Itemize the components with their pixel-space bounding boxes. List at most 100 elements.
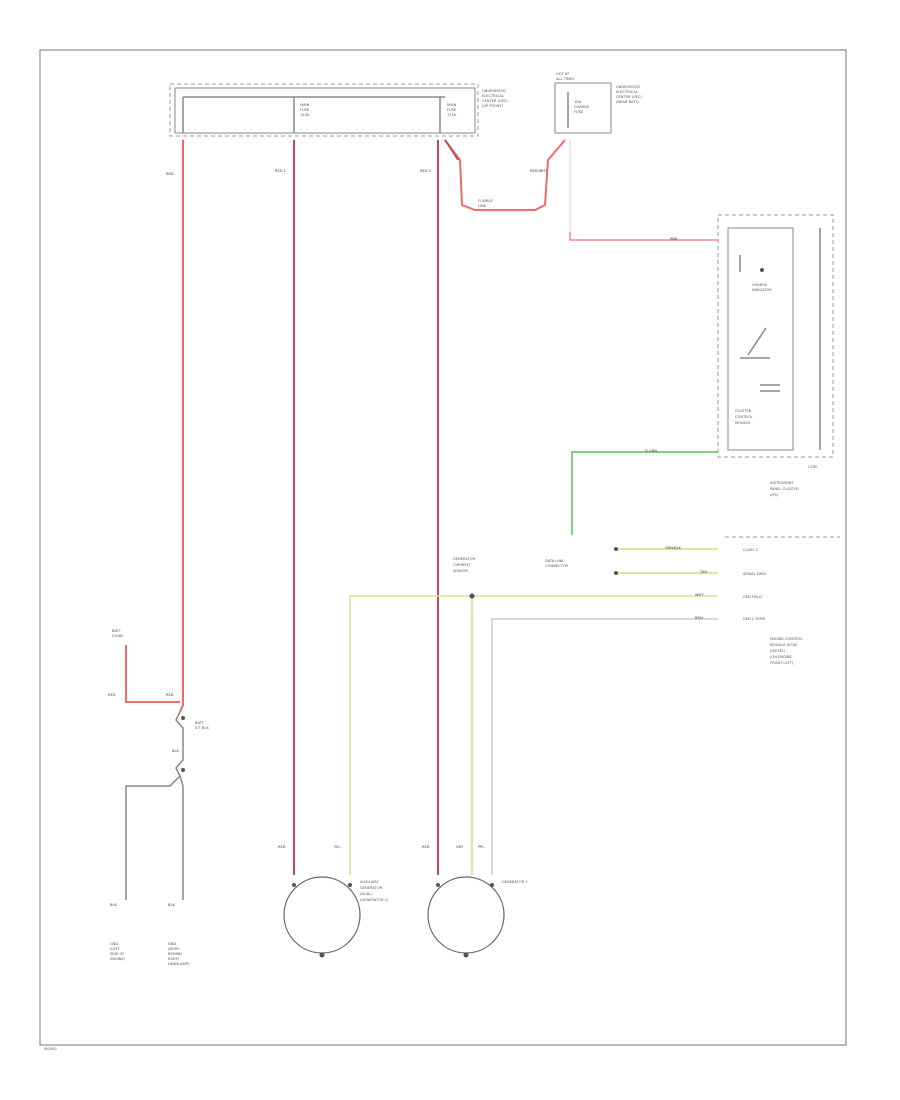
svg-text:150A: 150A: [300, 113, 310, 117]
relay-fuse-label: 10A CHARGE FUSE: [574, 100, 590, 114]
battery-conn-label: BATT CONN: [112, 629, 123, 638]
cluster-lamp-icon: [739, 255, 764, 272]
aux-gen-ground: [319, 952, 325, 958]
wire-battery-pos: [125, 645, 180, 703]
svg-text:CURRENT: CURRENT: [453, 563, 471, 567]
generator-1: [427, 876, 505, 954]
svg-text:CLASS 2: CLASS 2: [743, 548, 758, 552]
wire-relay-to-cluster: [569, 232, 718, 241]
svg-text:ENGINE CONTROL: ENGINE CONTROL: [770, 637, 802, 641]
splice-label: GENERATOR CURRENT SENSOR: [453, 557, 476, 573]
svg-text:(GENERATOR 2): (GENERATOR 2): [360, 898, 389, 902]
wire-code-gry-gen1: GRY: [456, 845, 464, 849]
relay-box: [554, 82, 612, 134]
svg-text:FUSE: FUSE: [447, 108, 457, 112]
aux-gen-terminal-f: [348, 883, 352, 887]
wire-green-data: [571, 451, 718, 535]
svg-text:(DIESEL): (DIESEL): [770, 649, 786, 653]
aux-generator: [283, 876, 361, 954]
svg-text:LINK: LINK: [478, 204, 487, 208]
wire-code-redwht: RED/WHT: [530, 169, 548, 173]
svg-text:175A: 175A: [447, 113, 457, 117]
ground-right-label: GND (BODY BEHIND RIGHT HEADLAMP): [168, 942, 190, 966]
wire-code-blk-r: BLK: [168, 903, 175, 907]
svg-text:GENERATOR: GENERATOR: [360, 886, 383, 890]
svg-text:MODULE: MODULE: [735, 421, 751, 425]
data-connector-label: DATA LINK CONNECTOR: [545, 559, 569, 568]
svg-text:CONN: CONN: [112, 634, 123, 638]
cluster-sub-label: CHARGE INDICATOR: [752, 283, 772, 292]
svg-text:PANEL CLUSTER: PANEL CLUSTER: [770, 487, 799, 491]
svg-text:RIGHT: RIGHT: [168, 957, 180, 961]
gen1-terminal-b: [436, 883, 440, 887]
svg-text:10A: 10A: [574, 100, 582, 104]
gen1-ground: [463, 952, 469, 958]
wire-code-tan: TAN: [699, 570, 707, 574]
relay-box-label: UNDERHOOD ELECTRICAL CENTER (UEC) (NEAR …: [616, 85, 642, 104]
wire-code-ppl-gen1: PPL: [478, 845, 484, 849]
svg-text:BEHIND: BEHIND: [168, 952, 182, 956]
svg-text:CHARGE: CHARGE: [752, 283, 768, 287]
wire-code-red-batt: RED: [108, 693, 116, 697]
svg-text:MAIN: MAIN: [300, 103, 310, 107]
svg-text:SERIAL DATA: SERIAL DATA: [743, 572, 767, 576]
svg-text:GND: GND: [168, 942, 176, 946]
wire-code-wht: WHT: [695, 593, 704, 597]
svg-text:ALL TIMES: ALL TIMES: [556, 77, 575, 81]
wire-code-red-gen1: RED: [422, 845, 430, 849]
svg-text:CONTROL: CONTROL: [735, 415, 753, 419]
ground-left-label: GND (LEFT SIDE OF ENGINE): [110, 942, 126, 961]
cluster-label: INSTRUMENT PANEL CLUSTER (IPC): [770, 481, 799, 497]
wire-code-red2: RED 2: [420, 169, 431, 173]
svg-text:BATT: BATT: [195, 721, 205, 725]
aux-generator-label: AUXILIARY GENERATOR (DUAL) (GENERATOR 2): [360, 880, 389, 902]
cluster-switch-icon: [740, 327, 780, 392]
svg-text:GENERATOR: GENERATOR: [453, 557, 476, 561]
svg-text:(UP FRONT): (UP FRONT): [482, 104, 504, 108]
wire-code-red-auxgen: RED: [278, 845, 286, 849]
svg-text:SIDE OF: SIDE OF: [110, 952, 124, 956]
cluster-box: [727, 227, 794, 451]
svg-text:JCT BLK: JCT BLK: [194, 726, 209, 730]
wire-fusible-link-core: [444, 139, 459, 161]
wire-red-left: [179, 140, 184, 713]
svg-text:CENTER (UEC): CENTER (UEC): [482, 99, 508, 103]
svg-text:INSTRUMENT: INSTRUMENT: [770, 481, 794, 485]
svg-text:CONNECTOR: CONNECTOR: [545, 564, 569, 568]
junction-label: BATT JCT BLK: [194, 721, 209, 730]
junction-block: [175, 711, 185, 777]
svg-text:(IPC): (IPC): [770, 493, 779, 497]
wire-ground-right: [179, 775, 184, 900]
svg-text:HOT AT: HOT AT: [556, 72, 570, 76]
svg-text:(DUAL): (DUAL): [360, 892, 373, 896]
wire-code-yel-auxgen: YEL: [334, 845, 340, 849]
relay-box-top-label: HOT AT ALL TIMES: [556, 72, 575, 81]
fuse-block-dashed: [169, 83, 479, 137]
fuse-block-box: [174, 87, 476, 134]
svg-text:CENTER (UEC): CENTER (UEC): [616, 95, 642, 99]
conn-pin-b: [614, 571, 618, 575]
wire-ground-left: [125, 775, 181, 900]
svg-text:DATA LINK: DATA LINK: [545, 559, 564, 563]
wire-code-red-jct: RED: [166, 693, 174, 697]
svg-text:FUSE: FUSE: [574, 110, 584, 114]
svg-text:INDICATOR: INDICATOR: [752, 288, 772, 292]
svg-text:FUSIBLE: FUSIBLE: [478, 199, 494, 203]
ecm-label: ENGINE CONTROL MODULE (ECM) (DIESEL) (ON…: [770, 637, 802, 665]
conn-pin-a: [614, 547, 618, 551]
cluster-module-label: CLUSTER CONTROL MODULE: [735, 409, 753, 425]
inline-fuse-label: FUSIBLE LINK: [478, 199, 494, 208]
svg-text:(ON ENGINE: (ON ENGINE: [770, 655, 793, 659]
svg-text:GND: GND: [110, 942, 118, 946]
aux-gen-terminal-b: [292, 883, 296, 887]
svg-text:UNDERHOOD: UNDERHOOD: [482, 89, 506, 93]
svg-text:GEN L TERM: GEN L TERM: [743, 617, 765, 621]
svg-text:BATT: BATT: [112, 629, 122, 633]
svg-text:CHARGE: CHARGE: [574, 105, 590, 109]
svg-text:ELECTRICAL: ELECTRICAL: [616, 90, 638, 94]
wire-code-red1: RED 1: [275, 169, 286, 173]
wire-code-blk-jct: BLK: [172, 749, 179, 753]
svg-text:ELECTRICAL: ELECTRICAL: [482, 94, 504, 98]
wire-code-blk-l: BLK: [110, 903, 117, 907]
